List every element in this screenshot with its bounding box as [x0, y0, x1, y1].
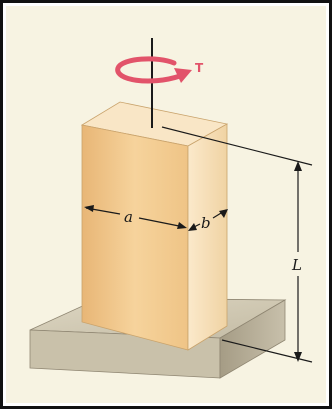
torque-label: T — [195, 61, 204, 75]
torque-arrow — [115, 56, 192, 84]
dimension-a — [84, 205, 187, 229]
dimension-l — [161, 126, 313, 363]
dimension-a-label: a — [124, 208, 133, 226]
rectangular-bar — [80, 101, 229, 351]
extension-line-top — [161, 126, 313, 166]
dimension-b — [188, 209, 228, 231]
dimension-l-label: L — [291, 256, 302, 274]
bar-front-face — [81, 124, 189, 351]
bar-side-face — [187, 123, 228, 351]
base-plate-side — [219, 299, 286, 379]
dimension-b-label: b — [201, 214, 211, 232]
